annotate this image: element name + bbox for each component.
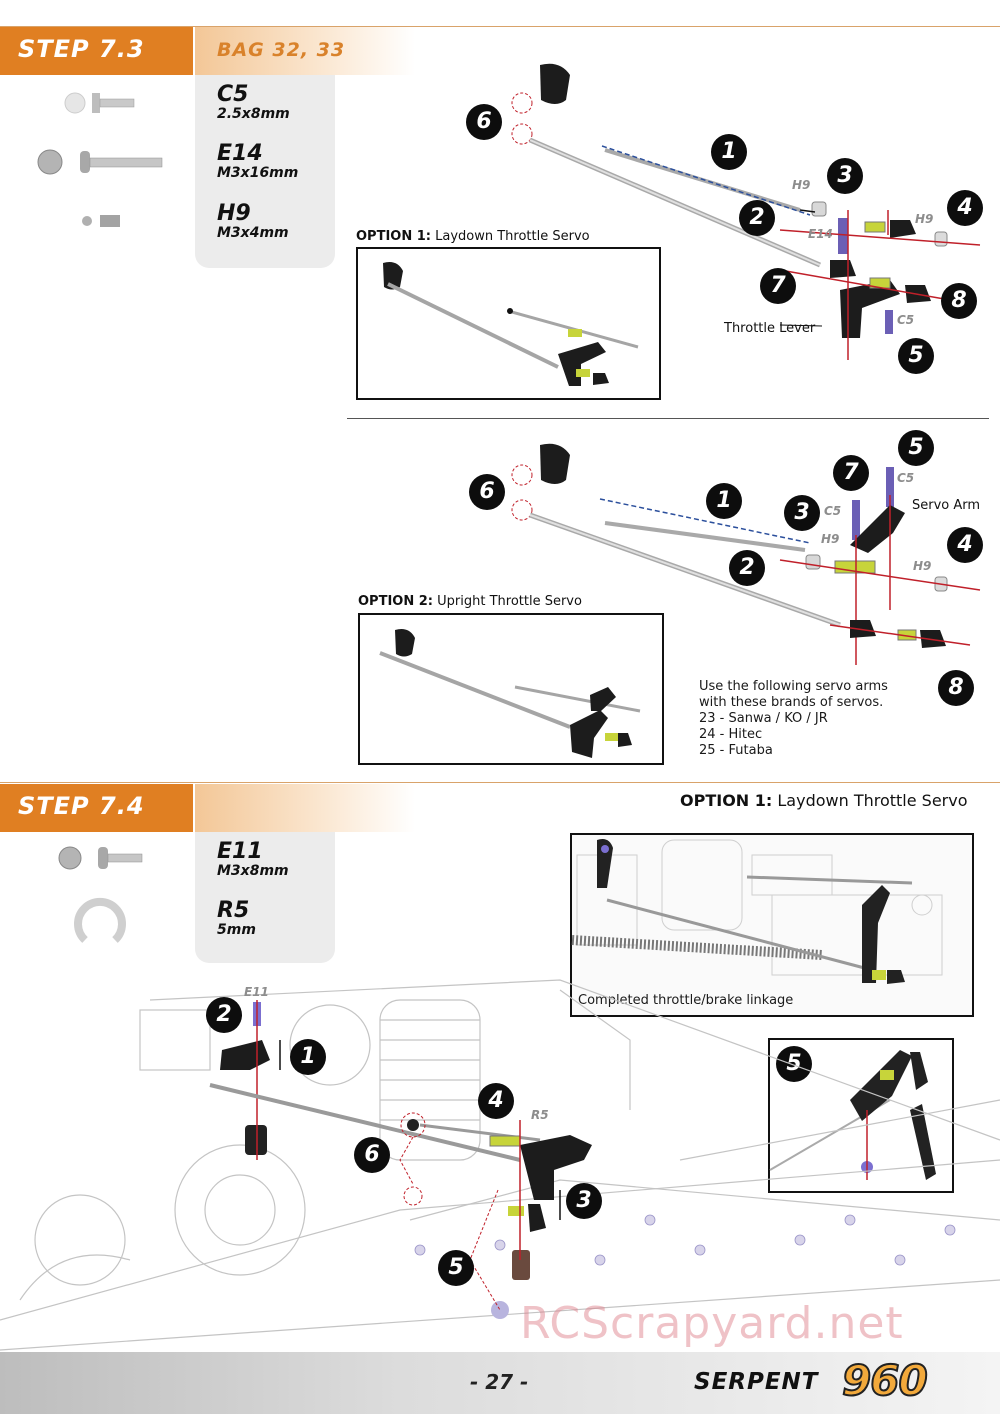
callout-6: 6 bbox=[469, 474, 505, 510]
callout-2: 2 bbox=[739, 200, 775, 236]
e14-screw-icon bbox=[37, 149, 163, 175]
callout-4: 4 bbox=[478, 1083, 514, 1119]
servo-note-line-3: 23 - Sanwa / KO / JR bbox=[699, 711, 828, 726]
callout-6: 6 bbox=[354, 1137, 390, 1173]
bag-banner: BAG 32, 33 bbox=[195, 27, 415, 75]
step-7-3-badge: STEP 7.3 bbox=[0, 27, 193, 75]
option-1-heading: OPTION 1: Laydown Throttle Servo bbox=[356, 229, 590, 244]
callout-3: 3 bbox=[566, 1183, 602, 1219]
step-7-4-banner bbox=[195, 784, 415, 832]
watermark: RCScrapyard.net bbox=[520, 1298, 904, 1349]
throttle-lever-label: Throttle Lever bbox=[724, 321, 816, 336]
label-c5: C5 bbox=[897, 313, 915, 327]
option-2-exploded-diagram bbox=[511, 443, 981, 665]
footer-bar bbox=[0, 1352, 1000, 1414]
callout-5: 5 bbox=[898, 430, 934, 466]
step-7-4-badge: STEP 7.4 bbox=[0, 784, 193, 832]
callout-8: 8 bbox=[938, 670, 974, 706]
page-number: - 27 - bbox=[470, 1370, 529, 1394]
bag-label: BAG 32, 33 bbox=[217, 39, 346, 61]
step-7-4-option-rest: Laydown Throttle Servo bbox=[772, 791, 968, 810]
detail-5-image bbox=[769, 1050, 936, 1180]
step-7-4-option-bold: OPTION 1: bbox=[680, 791, 773, 810]
option-2-heading-bold: OPTION 2: bbox=[358, 594, 433, 609]
callout-3: 3 bbox=[827, 158, 863, 194]
callout-4: 4 bbox=[947, 527, 983, 563]
servo-note-line-5: 25 - Futaba bbox=[699, 743, 773, 758]
step-7-3-title: STEP 7.3 bbox=[18, 35, 145, 63]
c5-screw-icon bbox=[64, 92, 135, 114]
option-2-image-frame bbox=[358, 613, 664, 765]
callout-4: 4 bbox=[947, 190, 983, 226]
chassis-assembly-drawing bbox=[0, 979, 1000, 1351]
inset-caption: Completed throttle/brake linkage bbox=[578, 993, 794, 1008]
servo-note-line-2: with these brands of servos. bbox=[699, 695, 884, 710]
option-2-heading: OPTION 2: Upright Throttle Servo bbox=[358, 594, 582, 609]
part-r5-size: 5mm bbox=[217, 922, 256, 938]
parts-icons-7-3 bbox=[37, 92, 163, 227]
callout-8: 8 bbox=[941, 283, 977, 319]
callout-5: 5 bbox=[438, 1250, 474, 1286]
callout-6: 6 bbox=[466, 104, 502, 140]
callout-5: 5 bbox=[898, 338, 934, 374]
callout-1: 1 bbox=[290, 1039, 326, 1075]
label-h9-b: H9 bbox=[913, 559, 932, 573]
part-e11-size: M3x8mm bbox=[217, 863, 289, 879]
servo-note-line-1: Use the following servo arms bbox=[699, 679, 888, 694]
label-h9-a: H9 bbox=[792, 178, 811, 192]
part-h9-size: M3x4mm bbox=[217, 225, 289, 241]
parts-icons-7-4 bbox=[58, 846, 143, 943]
part-c5-size: 2.5x8mm bbox=[217, 106, 290, 122]
option-divider bbox=[347, 418, 989, 419]
label-h9-a: H9 bbox=[821, 532, 840, 546]
part-e11-code: E11 bbox=[217, 839, 263, 864]
part-e14-code: E14 bbox=[217, 141, 263, 166]
option-1-image-frame bbox=[356, 247, 661, 400]
step-7-4-rule bbox=[0, 782, 1000, 783]
servo-arm-label: Servo Arm bbox=[912, 498, 981, 513]
completed-linkage-inset: Completed throttle/brake linkage bbox=[570, 833, 974, 1017]
option-1-exploded-diagram bbox=[511, 63, 981, 360]
option-1-heading-rest: Laydown Throttle Servo bbox=[431, 229, 590, 244]
part-h9-code: H9 bbox=[217, 201, 251, 226]
option-1-heading-bold: OPTION 1: bbox=[356, 229, 431, 244]
e11-screw-icon bbox=[58, 846, 143, 870]
h9-setscrew-icon bbox=[82, 215, 120, 227]
part-e14-size: M3x16mm bbox=[217, 165, 299, 181]
callout-2: 2 bbox=[729, 550, 765, 586]
detail-callout-5: 5 bbox=[776, 1046, 812, 1082]
step-7-3-header: STEP 7.3 BAG 32, 33 bbox=[0, 27, 1000, 75]
label-h9-b: H9 bbox=[915, 212, 934, 226]
callout-3: 3 bbox=[784, 495, 820, 531]
r5-eclip-icon bbox=[74, 897, 126, 943]
part-c5-code: C5 bbox=[217, 82, 249, 107]
label-c5-b: C5 bbox=[897, 471, 915, 485]
parts-list-7-4: E11 M3x8mm R5 5mm bbox=[195, 832, 335, 963]
callout-2: 2 bbox=[206, 997, 242, 1033]
step-7-4-option-heading: OPTION 1: Laydown Throttle Servo bbox=[680, 791, 968, 810]
callout-7: 7 bbox=[760, 268, 796, 304]
label-e14: E14 bbox=[808, 227, 833, 241]
option-2-assembled-image bbox=[379, 629, 641, 758]
top-rule bbox=[0, 26, 1000, 27]
servo-note-line-4: 24 - Hitec bbox=[699, 727, 763, 742]
step-7-4-header: STEP 7.4 bbox=[0, 784, 1000, 832]
option-2-heading-rest: Upright Throttle Servo bbox=[433, 594, 582, 609]
brand-name: SERPENT bbox=[694, 1369, 819, 1395]
completed-linkage-image bbox=[571, 835, 972, 1015]
label-c5-a: C5 bbox=[824, 504, 842, 518]
part-r5-code: R5 bbox=[217, 898, 250, 923]
label-r5: R5 bbox=[531, 1108, 549, 1122]
option-1-assembled-image bbox=[383, 262, 639, 386]
callout-1: 1 bbox=[706, 483, 742, 519]
callout-1: 1 bbox=[711, 134, 747, 170]
callout-7: 7 bbox=[833, 455, 869, 491]
label-e11: E11 bbox=[244, 985, 269, 999]
step-7-4-title: STEP 7.4 bbox=[18, 792, 145, 820]
servo-arm-note: Use the following servo arms with these … bbox=[699, 679, 888, 759]
model-number: 960 bbox=[841, 1355, 929, 1406]
parts-list-7-3: C5 2.5x8mm E14 M3x16mm H9 M3x4mm bbox=[195, 75, 335, 268]
